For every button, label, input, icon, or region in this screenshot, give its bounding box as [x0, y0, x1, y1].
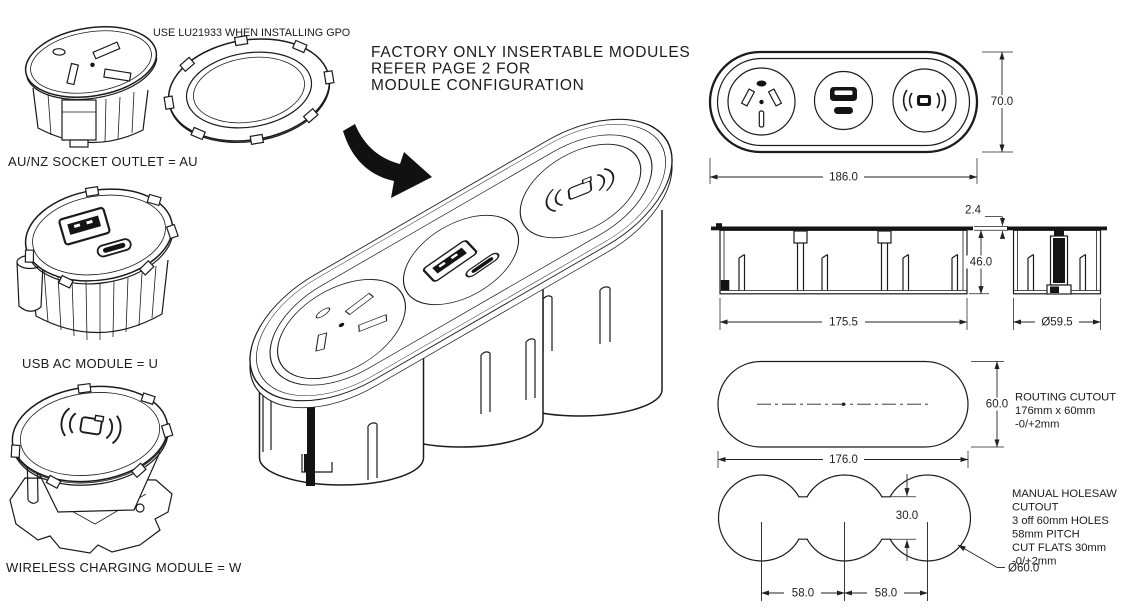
locking-ring-drawing	[163, 35, 335, 145]
dim-plan-height: 70.0	[991, 96, 1013, 108]
gpo-install-note: USE LU21933 WHEN INSTALLING GPO	[153, 27, 350, 39]
routing-cutout-view: 176.0 60.0 ROUTING CUTOUT 176mm x 60mm -…	[717, 360, 1116, 468]
factory-note-line3: MODULE CONFIGURATION	[371, 77, 585, 94]
usb-module-drawing	[16, 185, 179, 341]
wireless-module-drawing	[9, 382, 174, 554]
module-clamp-tabs	[24, 185, 179, 289]
dim-body-length: 175.5	[829, 317, 858, 329]
au-module-latch	[61, 99, 97, 141]
dim-hole-diameter: Ø60.0	[1008, 563, 1039, 575]
side-flange	[711, 226, 973, 231]
usb-ports-icon	[830, 87, 857, 114]
side-view: 175.5 46.0 2.4	[711, 205, 1008, 330]
end-view: Ø59.5	[1007, 226, 1107, 330]
au-module-drawing	[24, 26, 158, 148]
holesaw-note-line1: MANUAL HOLESAW	[1012, 488, 1117, 500]
routing-cutout-note: ROUTING CUTOUT 176mm x 60mm -0/+2mm	[1015, 392, 1116, 431]
dim-end-diameter: Ø59.5	[1041, 317, 1072, 329]
direction-arrow-icon	[343, 124, 432, 198]
au-socket-icon	[52, 41, 132, 86]
dim-flat-height: 30.0	[896, 510, 918, 522]
dim-routing-width: 176.0	[829, 454, 858, 466]
holesaw-note-line6: -0/+2mm	[1012, 556, 1056, 568]
unit-top-plate	[249, 118, 673, 402]
wireless-charging-icon	[545, 168, 615, 212]
usb-ports-icon	[58, 206, 132, 258]
plan-view: 186.0 70.0	[708, 50, 1020, 184]
factory-note: FACTORY ONLY INSERTABLE MODULES REFER PA…	[371, 44, 690, 94]
dim-plan-width: 186.0	[829, 172, 858, 184]
au-socket-icon	[740, 80, 783, 128]
holesaw-cutout-note: MANUAL HOLESAW CUTOUT 3 off 60mm HOLES 5…	[1012, 488, 1117, 568]
dim-body-depth: 46.0	[970, 257, 992, 269]
cutout-flat-mask	[881, 497, 891, 539]
unit-latch	[301, 396, 333, 486]
ring-tabs	[163, 35, 335, 145]
wireless-charging-icon	[902, 89, 947, 112]
dim-flange-thickness: 2.4	[965, 205, 982, 217]
dim-pitch-left: 58.0	[792, 588, 814, 600]
holesaw-note-line5: CUT FLATS 30mm	[1012, 542, 1106, 554]
hole-centerlines	[761, 522, 928, 601]
holesaw-cutout-view: 30.0 58.0 58.0 Ø60.0 MANUAL HOLESAW CUTO…	[717, 474, 1117, 601]
usb-ports-icon	[422, 240, 500, 282]
usb-module-label: USB AC MODULE = U	[22, 356, 158, 371]
module-clamp-tabs	[10, 382, 174, 489]
holesaw-note-line3: 3 off 60mm HOLES	[1012, 515, 1109, 527]
wireless-charging-icon	[60, 407, 122, 445]
cutout-flat-mask	[798, 497, 808, 539]
dim-pitch-right: 58.0	[875, 588, 897, 600]
routing-note-line2: 176mm x 60mm	[1015, 405, 1095, 417]
au-socket-icon	[315, 292, 388, 352]
wireless-module-label: WIRELESS CHARGING MODULE = W	[6, 560, 242, 575]
routing-note-line1: ROUTING CUTOUT	[1015, 392, 1116, 404]
factory-note-line2: REFER PAGE 2 FOR	[371, 61, 531, 78]
dim-routing-height: 60.0	[986, 399, 1008, 411]
holesaw-note-line2: CUTOUT	[1012, 502, 1059, 514]
end-flange	[1007, 226, 1107, 231]
holesaw-note-line4: 58mm PITCH	[1012, 529, 1080, 541]
unit-au-socket-face	[277, 278, 406, 380]
routing-note-line3: -0/+2mm	[1015, 419, 1059, 431]
au-module-label: AU/NZ SOCKET OUTLET = AU	[8, 154, 198, 169]
factory-note-line1: FACTORY ONLY INSERTABLE MODULES	[371, 44, 690, 61]
assembled-unit-drawing	[249, 118, 673, 486]
